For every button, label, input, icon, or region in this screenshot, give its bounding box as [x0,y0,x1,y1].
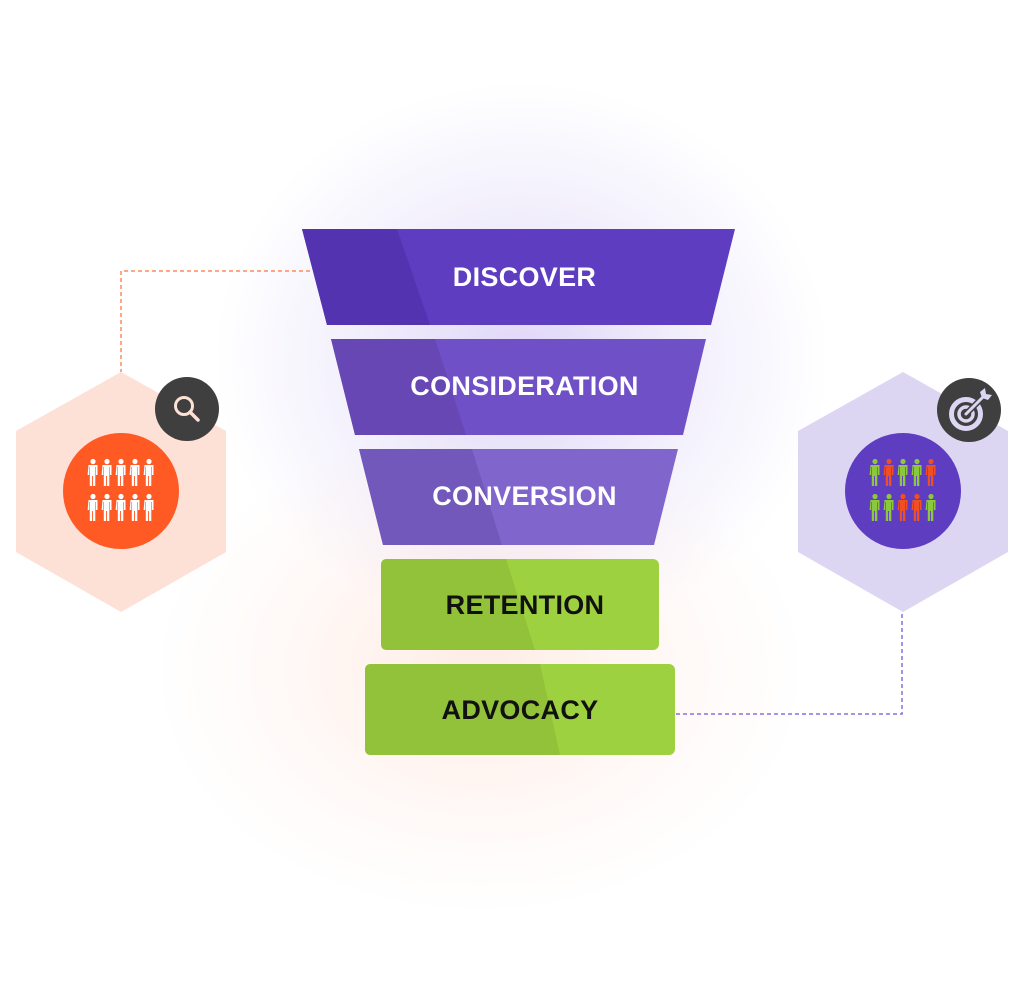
left-connector-line [120,270,310,372]
stage-label-retention: RETENTION [445,590,605,620]
stage-shade [302,229,430,325]
target-badge[interactable] [937,378,1001,442]
person-icon [911,458,922,486]
funnel-stage-discover [302,229,735,325]
search-badge[interactable] [155,377,219,441]
target-icon [949,388,992,431]
person-icon [869,458,880,486]
person-icon [897,458,908,486]
stage-label-consideration: CONSIDERATION [410,371,639,401]
funnel-stage-retention [381,559,659,650]
stage-label-conversion: CONVERSION [432,481,617,511]
search-icon [174,396,200,422]
person-icon [143,493,154,521]
stage-label-discover: DISCOVER [452,262,597,292]
people-group-right [869,458,936,521]
stage-shade [365,664,560,755]
person-icon [101,493,112,521]
funnel-stage-advocacy [365,664,675,755]
person-icon [115,493,126,521]
right-connector-line [676,612,903,715]
funnel-stage-consideration [331,339,706,435]
person-icon [869,493,880,521]
person-icon [925,458,936,486]
person-icon [115,458,126,486]
stage-shade [331,339,466,435]
person-icon [925,493,936,521]
stage-shade [381,559,535,650]
audience-circle-right [845,433,961,549]
audience-circle-left [63,433,179,549]
person-icon [897,493,908,521]
person-icon [883,458,894,486]
stage-label-advocacy: ADVOCACY [441,695,599,725]
person-icon [87,458,98,486]
funnel-stage-conversion [359,449,678,545]
search-badge-circle [155,377,219,441]
person-icon [883,493,894,521]
stage-shade [359,449,502,545]
person-icon [101,458,112,486]
left-node [16,372,226,612]
person-icon [129,458,140,486]
right-node [798,372,1008,612]
person-icon [87,493,98,521]
person-icon [129,493,140,521]
person-icon [143,458,154,486]
people-group-left [87,458,154,521]
person-icon [911,493,922,521]
